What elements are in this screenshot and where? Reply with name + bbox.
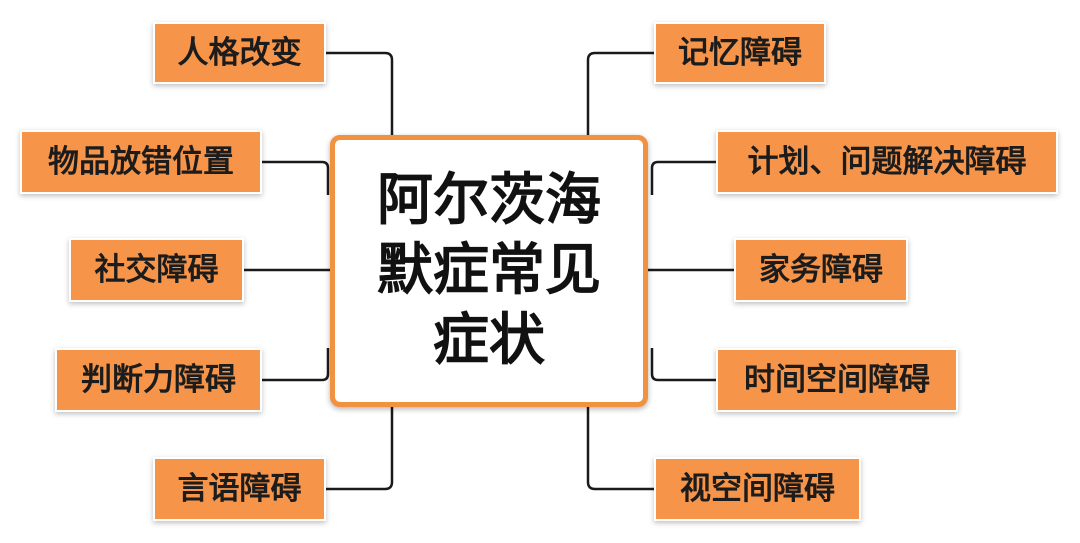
connector-left-2 <box>262 160 330 195</box>
symptom-box-personality-change: 人格改变 <box>153 22 326 84</box>
symptom-label: 判断力障碍 <box>81 361 236 398</box>
center-topic-box: 阿尔茨海 默症常见 症状 <box>330 135 648 407</box>
connector-left-4 <box>262 348 330 382</box>
symptom-box-judgment-disorder: 判断力障碍 <box>55 348 262 412</box>
symptom-box-language-disorder: 言语障碍 <box>153 457 326 521</box>
symptom-box-planning-problem-solving: 计划、问题解决障碍 <box>716 130 1058 194</box>
symptom-label: 人格改变 <box>177 34 302 71</box>
symptom-label: 计划、问题解决障碍 <box>747 143 1027 180</box>
center-topic-title: 阿尔茨海 默症常见 症状 <box>377 168 601 373</box>
symptom-label: 物品放错位置 <box>48 143 234 180</box>
symptom-box-housework-disorder: 家务障碍 <box>734 238 908 302</box>
connector-left-1 <box>326 51 394 135</box>
connector-right-5 <box>586 407 654 491</box>
symptom-label: 记忆障碍 <box>678 34 802 71</box>
symptom-box-visuospatial-disorder: 视空间障碍 <box>654 457 861 521</box>
symptom-box-misplacing-items: 物品放错位置 <box>20 130 262 194</box>
symptom-label: 社交障碍 <box>94 251 219 288</box>
connector-right-2 <box>650 160 716 195</box>
symptom-label: 言语障碍 <box>177 470 302 507</box>
connector-left-5 <box>326 407 394 491</box>
connector-right-4 <box>650 348 716 382</box>
connector-right-1 <box>586 51 654 135</box>
symptom-box-time-space-disorder: 时间空间障碍 <box>716 348 958 412</box>
symptom-label: 视空间障碍 <box>680 470 835 507</box>
symptom-label: 家务障碍 <box>759 251 883 288</box>
symptom-box-social-disorder: 社交障碍 <box>69 238 244 302</box>
symptom-label: 时间空间障碍 <box>744 361 930 398</box>
symptom-box-memory-disorder: 记忆障碍 <box>654 22 826 84</box>
